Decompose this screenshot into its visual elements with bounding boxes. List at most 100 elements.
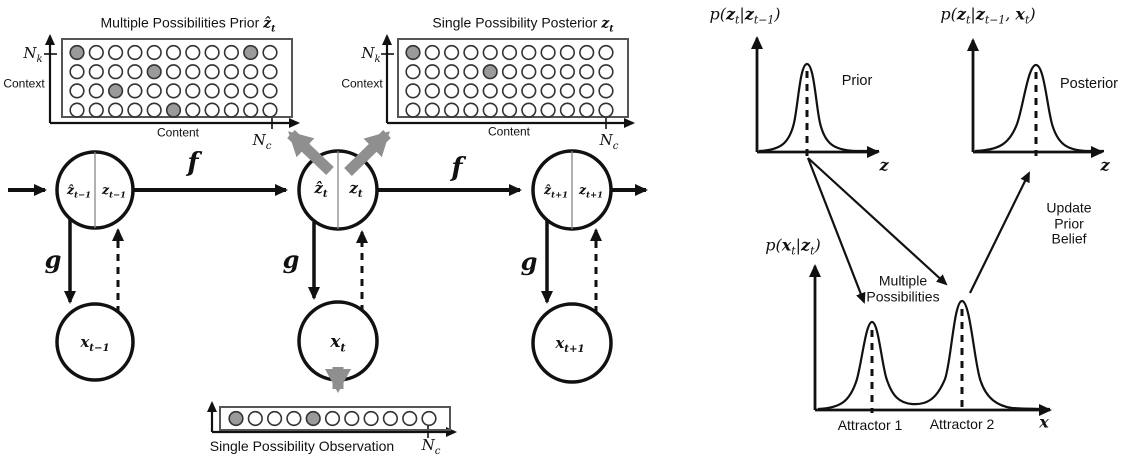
unit-dot xyxy=(204,83,220,99)
unit-dot xyxy=(243,102,259,118)
unit-dot xyxy=(382,410,399,427)
prior-density-curve xyxy=(758,62,879,153)
unit-dot xyxy=(262,64,278,80)
prior-to-attractor1-arrow xyxy=(806,157,866,304)
likelihood-x-axis-label: x xyxy=(1039,412,1049,432)
active-unit-dot xyxy=(165,102,182,118)
unit-dot xyxy=(107,44,124,61)
unit-dot xyxy=(559,102,576,118)
active-unit-dot xyxy=(243,44,259,61)
unit-dot xyxy=(146,102,162,118)
attractor1-label: Attractor 1 xyxy=(837,417,903,434)
unit-dot xyxy=(243,64,259,80)
unit-dot xyxy=(501,44,518,61)
unit-dot xyxy=(165,64,182,80)
unit-dot xyxy=(88,83,104,99)
unit-dot xyxy=(444,64,460,80)
unit-dot xyxy=(559,83,576,99)
nk-label: Nk xyxy=(361,44,381,66)
unit-dot xyxy=(204,44,220,61)
posterior-grid-dots xyxy=(405,44,614,118)
posterior-plot-title: p(zt|zt−1, xt) xyxy=(940,4,1036,27)
unit-dot xyxy=(579,44,595,61)
x-next-label: xt+1 xyxy=(555,334,585,356)
active-unit-dot xyxy=(482,64,498,80)
prior-grid-panel xyxy=(44,34,300,129)
emission-g-label-3: g xyxy=(520,247,538,277)
unit-dot xyxy=(463,44,479,61)
unit-dot xyxy=(185,83,201,99)
gray-arrow-to-posterior-grid xyxy=(344,130,391,176)
nk-label: Nk xyxy=(23,44,43,66)
unit-dot xyxy=(559,64,576,80)
unit-dot xyxy=(185,64,201,80)
zhat-next-label: ẑt+1 xyxy=(543,182,569,201)
active-unit-dot xyxy=(69,44,85,61)
unit-dot xyxy=(521,83,537,99)
emission-g-label-2: g xyxy=(282,245,300,275)
active-unit-dot xyxy=(228,410,244,427)
posterior-plot xyxy=(967,38,1104,158)
unit-dot xyxy=(363,410,379,427)
unit-dot xyxy=(88,64,104,80)
unit-dot xyxy=(185,102,201,118)
prior-curve-label: Prior xyxy=(841,72,873,89)
unit-dot xyxy=(424,83,440,99)
unit-dot xyxy=(482,83,498,99)
unit-dot xyxy=(501,102,518,118)
posterior-curve-label: Posterior xyxy=(1059,75,1119,92)
unit-dot xyxy=(69,102,85,118)
unit-dot xyxy=(127,102,143,118)
bimodal-density-curve xyxy=(817,299,1051,411)
unit-dot xyxy=(501,83,518,99)
zhat-prev-label: ẑt−1 xyxy=(66,182,92,201)
unit-dot xyxy=(127,64,143,80)
posterior-z-axis-label: z xyxy=(1100,155,1110,175)
content-axis-label: Content xyxy=(487,124,531,139)
observation-dots xyxy=(228,410,437,427)
unit-dot xyxy=(501,64,518,80)
unit-dot xyxy=(69,83,85,99)
unit-dot xyxy=(223,83,239,99)
unit-dot xyxy=(402,410,418,427)
multiple-possibilities-annotation: Multiple Possibilities xyxy=(866,272,940,304)
unit-dot xyxy=(165,83,182,99)
unit-dot xyxy=(540,44,556,61)
active-unit-dot xyxy=(146,64,162,80)
likelihood-plot xyxy=(809,264,1052,416)
unit-dot xyxy=(598,64,614,80)
x-prev-label: xt−1 xyxy=(80,333,110,355)
posterior-grid-panel xyxy=(381,34,635,129)
unit-dot xyxy=(559,44,576,61)
x-cur-label: xt xyxy=(330,331,346,355)
emission-g-label-1: g xyxy=(44,245,62,275)
unit-dot xyxy=(521,102,537,118)
unit-dot xyxy=(223,44,239,61)
transition-f-label-2: f xyxy=(451,152,463,183)
prior-plot-title: p(zt|zt−1) xyxy=(709,4,781,27)
unit-dot xyxy=(185,44,201,61)
unit-dot xyxy=(405,83,421,99)
observation-strip xyxy=(207,401,457,438)
active-unit-dot xyxy=(405,44,421,61)
nc-label: Nc xyxy=(599,131,619,153)
prior-plot xyxy=(751,36,880,158)
unit-dot xyxy=(127,83,143,99)
unit-dot xyxy=(107,64,124,80)
prior-grid-box xyxy=(61,38,293,118)
attractor2-label: Attractor 2 xyxy=(929,416,995,433)
prior-to-attractor2-arrow xyxy=(807,157,948,286)
unit-dot xyxy=(579,83,595,99)
unit-dot xyxy=(463,102,479,118)
content-axis-label: Content xyxy=(156,125,200,140)
unit-dot xyxy=(405,102,421,118)
zhat-cur-label: ẑt xyxy=(314,179,328,201)
unit-dot xyxy=(424,102,440,118)
unit-dot xyxy=(482,44,498,61)
update-prior-belief-annotation: Update Prior Belief xyxy=(1046,199,1092,247)
unit-dot xyxy=(223,102,239,118)
unit-dot xyxy=(540,102,556,118)
update-belief-arrow xyxy=(969,171,1030,294)
